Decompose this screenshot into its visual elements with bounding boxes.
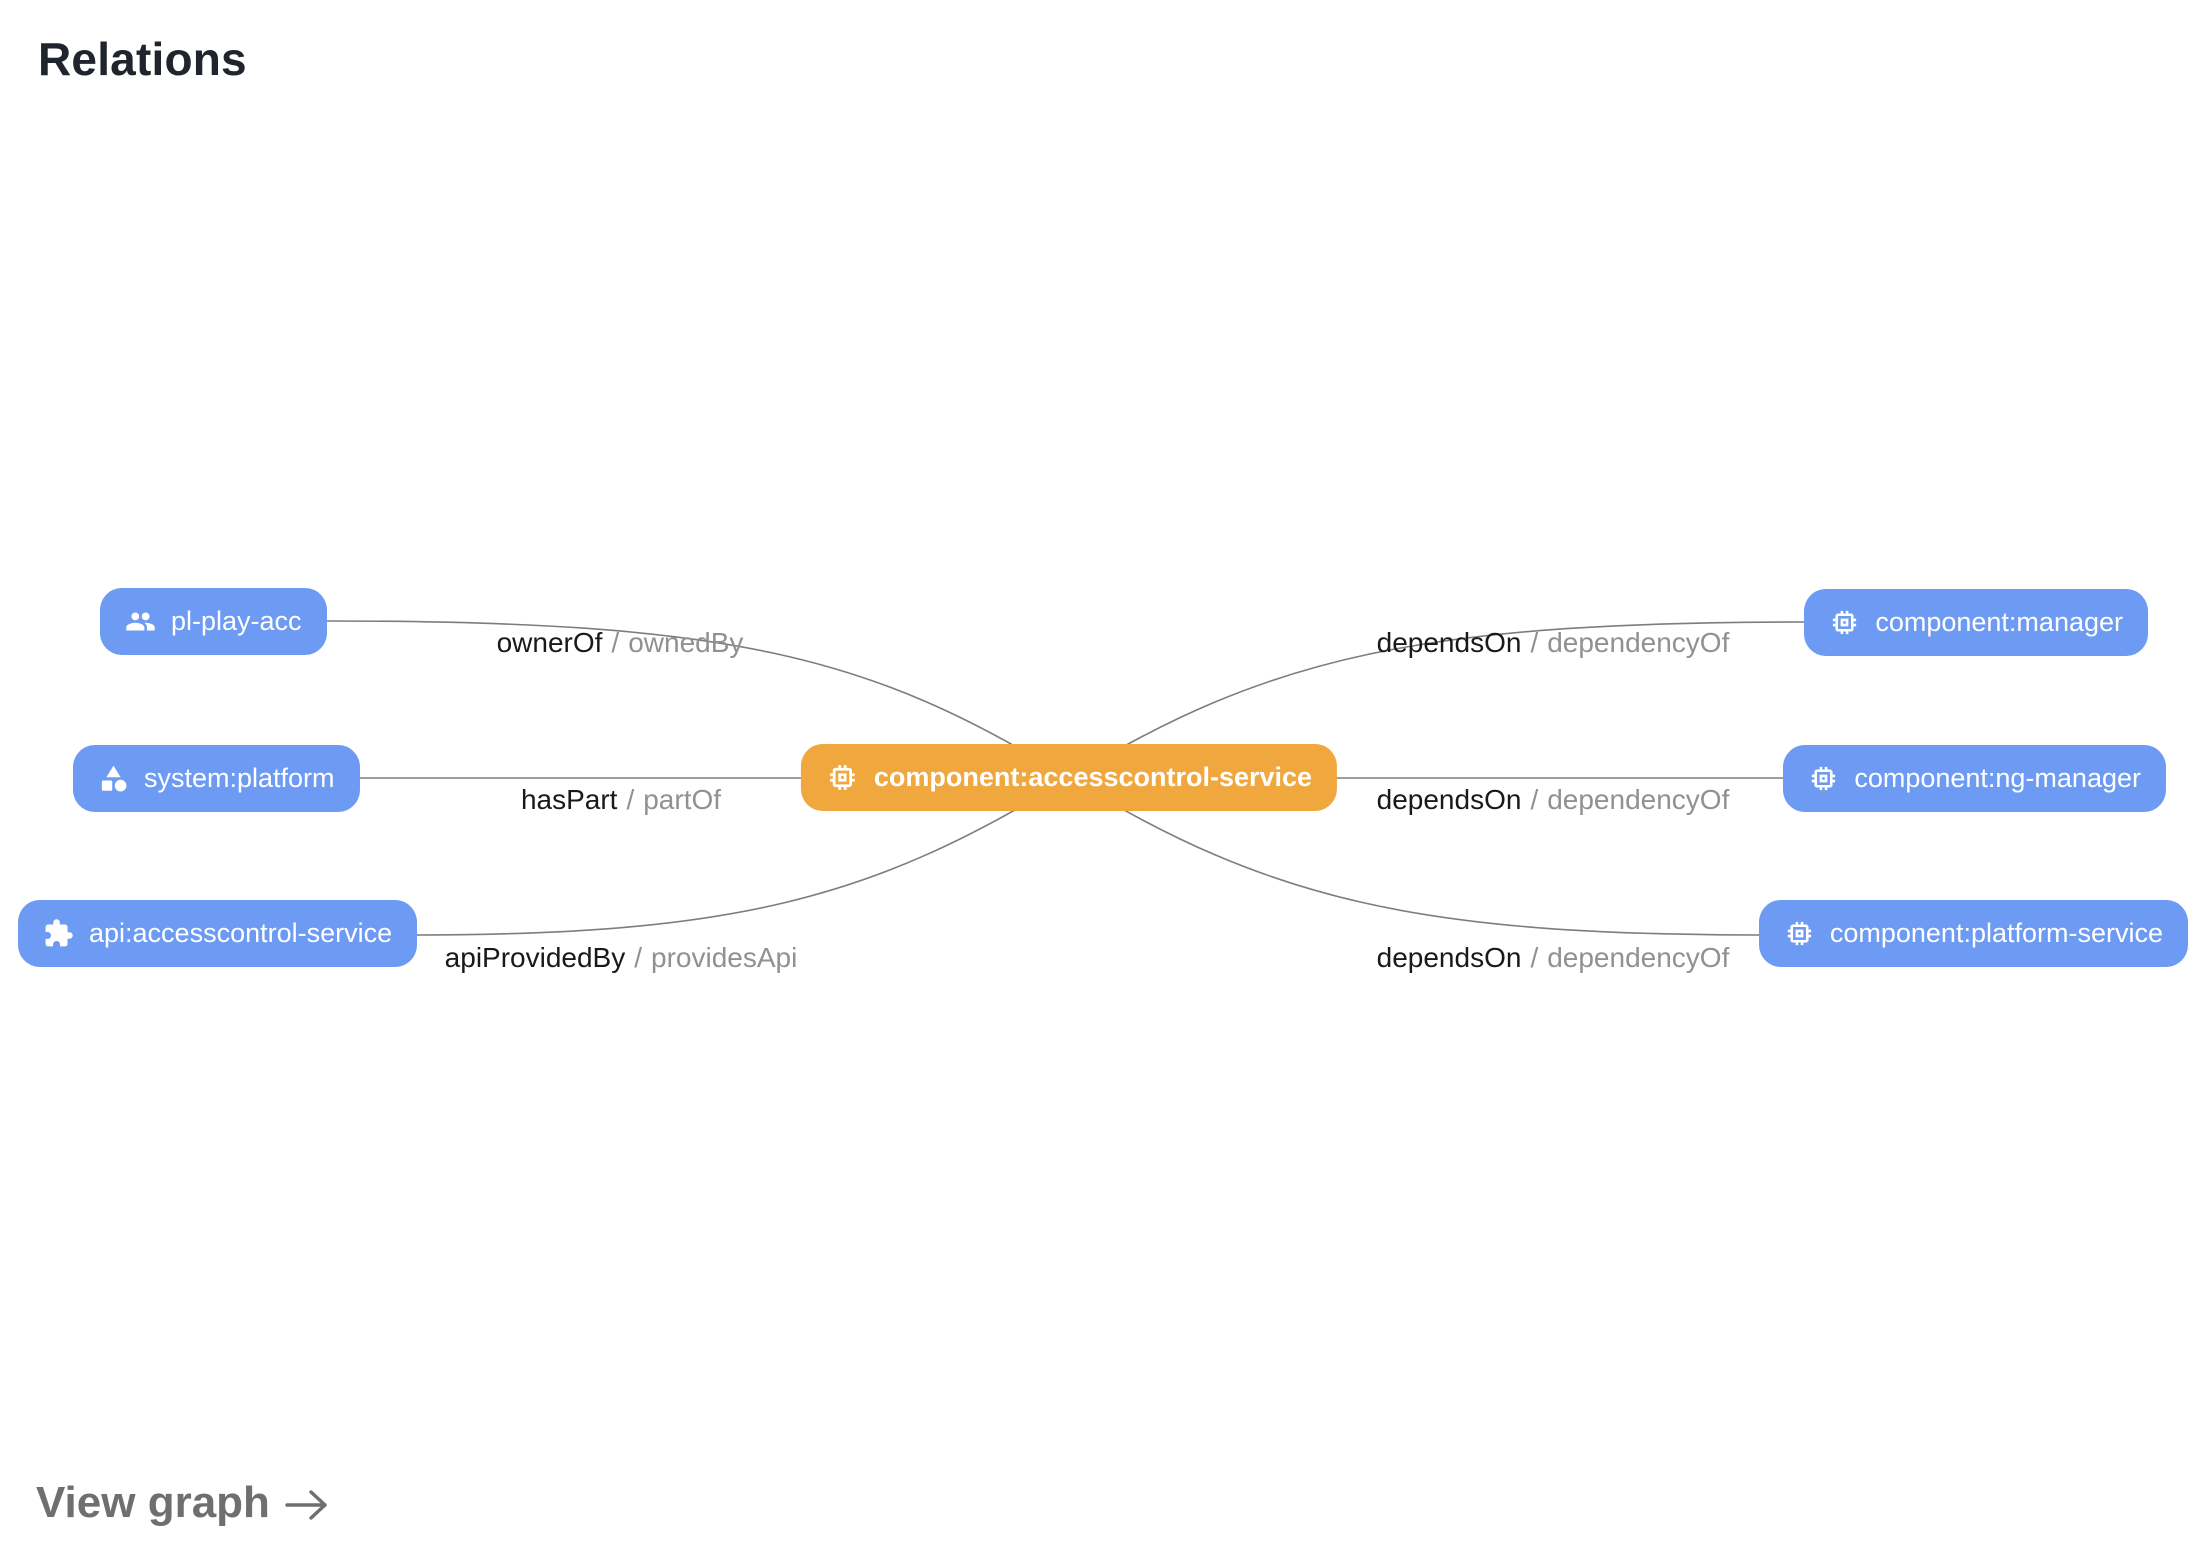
category-icon xyxy=(98,763,129,794)
edge-label-forward: dependsOn xyxy=(1376,784,1522,815)
edge-label-reverse: ownedBy xyxy=(628,627,744,658)
edge-dependson-3 xyxy=(1068,777,1766,936)
edge-label-apiprovidedby: apiProvidedBy / providesApi xyxy=(445,942,798,974)
edge-dependson-1 xyxy=(1068,621,1811,779)
edge-label-forward: dependsOn xyxy=(1376,627,1522,658)
chip-icon xyxy=(826,761,859,794)
edge-label-ownerof: ownerOf / ownedBy xyxy=(497,627,744,659)
entity-node-component-manager[interactable]: component:manager xyxy=(1804,589,2148,656)
edge-ownerof xyxy=(326,620,1070,779)
edge-label-reverse: dependencyOf xyxy=(1547,942,1730,973)
entity-node-system-platform[interactable]: system:platform xyxy=(73,745,360,812)
entity-node-pl-play-acc[interactable]: pl-play-acc xyxy=(100,588,327,655)
entity-node-label: system:platform xyxy=(144,763,335,793)
edge-label-separator: / xyxy=(626,784,635,815)
edge-label-reverse: dependencyOf xyxy=(1547,784,1730,815)
edge-label-separator: / xyxy=(1530,627,1539,658)
edge-label-dependson-3: dependsOn / dependencyOf xyxy=(1377,942,1730,974)
group-icon xyxy=(125,606,156,637)
entity-node-component-platform-service[interactable]: component:platform-service xyxy=(1758,900,2188,967)
edge-label-reverse: partOf xyxy=(643,784,722,815)
entity-node-label: component:accesscontrol-service xyxy=(873,762,1313,792)
chip-icon xyxy=(1808,763,1839,794)
entity-node-label: component:manager xyxy=(1875,607,2123,637)
edge-apiprovidedby xyxy=(409,777,1070,936)
entity-node-api-accesscontrol-service[interactable]: api:accesscontrol-service xyxy=(18,900,418,967)
entity-node-label: component:platform-service xyxy=(1829,918,2163,948)
entity-node-label: api:accesscontrol-service xyxy=(89,918,393,948)
edge-label-forward: dependsOn xyxy=(1376,942,1522,973)
edge-label-separator: / xyxy=(1530,942,1539,973)
view-graph-label: View graph xyxy=(36,1478,270,1527)
entity-node-label: pl-play-acc xyxy=(171,606,302,636)
puzzle-icon xyxy=(43,918,74,949)
edge-label-forward: ownerOf xyxy=(496,627,603,658)
page-title: Relations xyxy=(38,33,247,85)
view-graph-link[interactable]: View graph xyxy=(36,1478,330,1528)
edge-label-reverse: dependencyOf xyxy=(1547,627,1730,658)
edge-label-forward: apiProvidedBy xyxy=(444,942,626,973)
chip-icon xyxy=(1829,607,1860,638)
edge-label-separator: / xyxy=(634,942,643,973)
edge-label-separator: / xyxy=(1530,784,1539,815)
entity-node-component-ng-manager[interactable]: component:ng-manager xyxy=(1783,745,2166,812)
arrow-right-icon xyxy=(284,1484,330,1522)
edge-label-separator: / xyxy=(611,627,620,658)
edge-label-dependson-2: dependsOn / dependencyOf xyxy=(1377,784,1730,816)
edge-label-forward: hasPart xyxy=(520,784,618,815)
edge-label-haspart: hasPart / partOf xyxy=(521,784,721,816)
entity-node-label: component:ng-manager xyxy=(1854,763,2141,793)
edge-label-reverse: providesApi xyxy=(651,942,798,973)
entity-node-component-accesscontrol-service[interactable]: component:accesscontrol-service xyxy=(800,744,1338,811)
edge-label-dependson-1: dependsOn / dependencyOf xyxy=(1377,627,1730,659)
chip-icon xyxy=(1784,918,1815,949)
